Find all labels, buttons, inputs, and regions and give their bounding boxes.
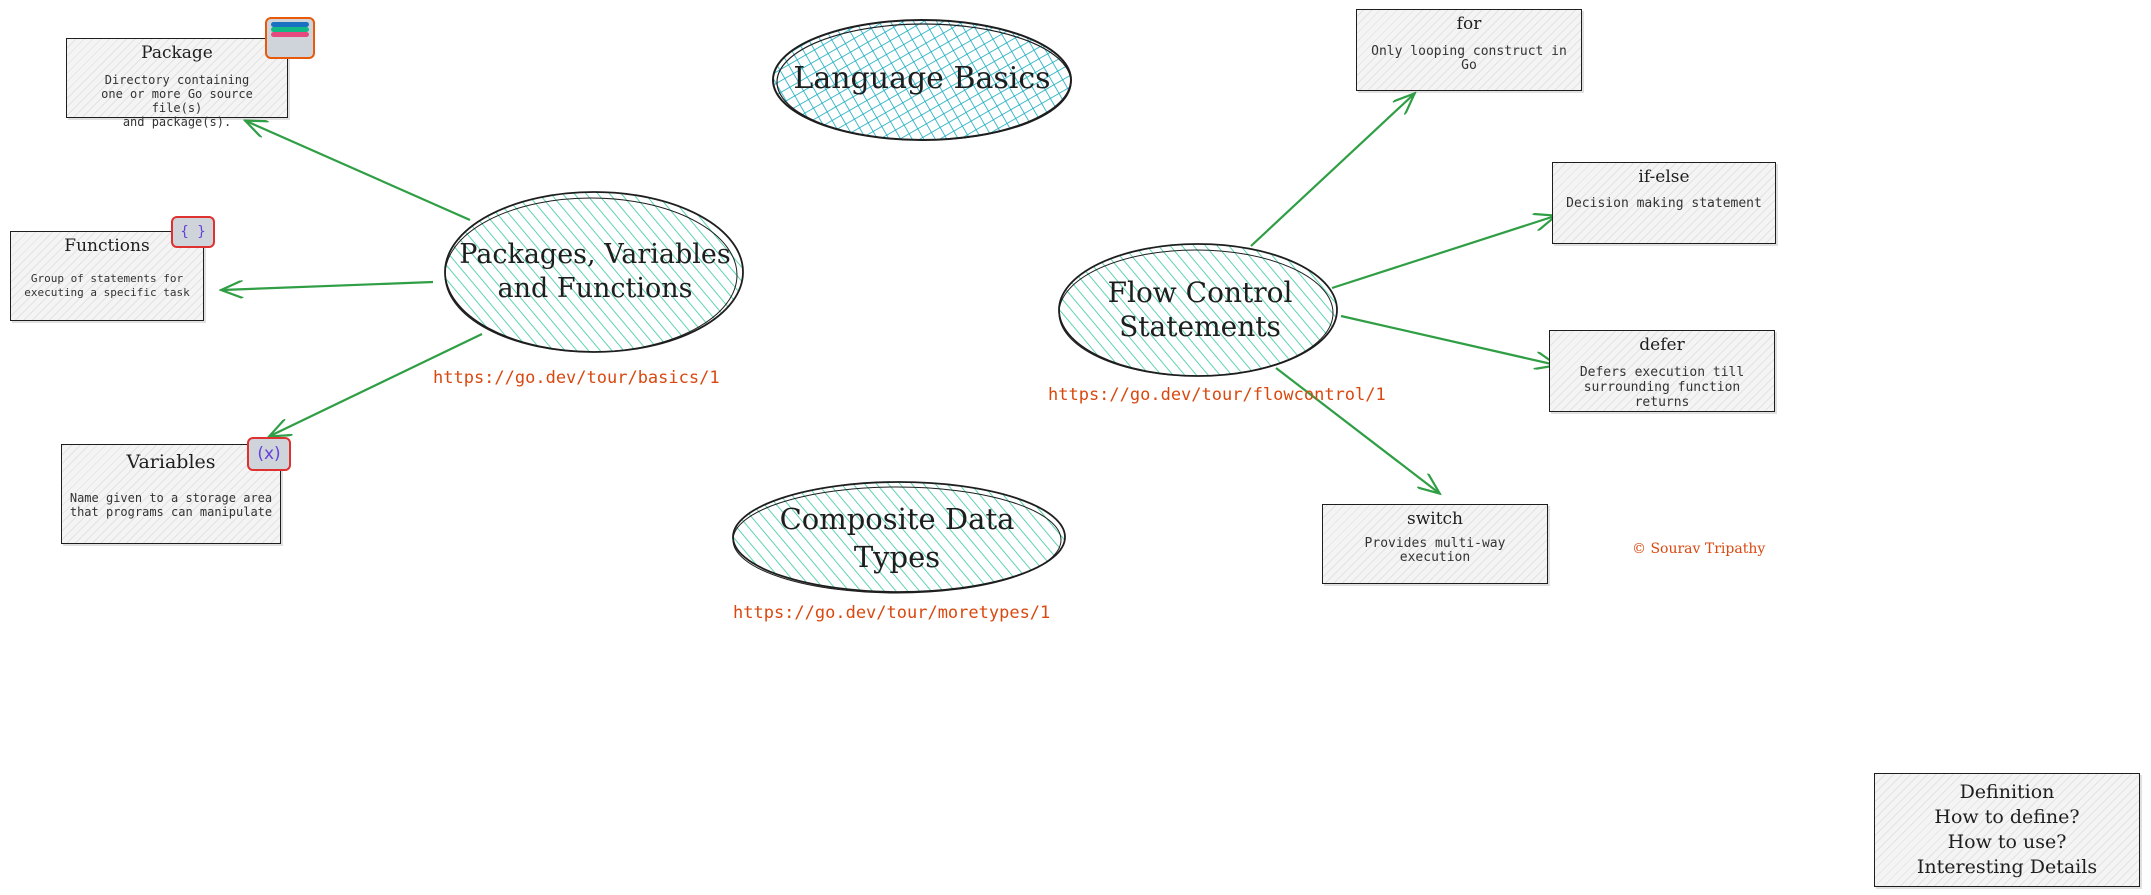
hub-composite-line1: Composite Data (779, 502, 1015, 536)
hub-flow-line2: Statements (1119, 310, 1281, 343)
link-flowcontrol[interactable]: https://go.dev/tour/flowcontrol/1 (1048, 385, 1386, 405)
arrow-to-ifelse (1331, 216, 1555, 290)
hub-flow-control[interactable] (1058, 243, 1338, 377)
link-basics[interactable]: https://go.dev/tour/basics/1 (433, 368, 720, 388)
title-label: Language Basics (793, 61, 1051, 96)
node-switch-title: switch (1406, 509, 1463, 529)
legend-line-interesting-details: Interesting Details (1916, 856, 2098, 878)
node-defer-desc-1: Defers execution till (1579, 365, 1745, 380)
hub-composite-line2: Types (853, 540, 941, 574)
link-moretypes[interactable]: https://go.dev/tour/moretypes/1 (733, 603, 1051, 623)
hub-packages-line1: Packages, Variables (459, 239, 731, 270)
node-package-desc-3: and package(s). (122, 115, 232, 129)
node-package-title: Package (141, 43, 213, 63)
node-defer-title: defer (1639, 335, 1685, 355)
braces-icon: { } (171, 216, 215, 248)
hub-packages-label: Packages, Variables and Functions (440, 238, 750, 306)
node-functions-desc-1: Group of statements for (30, 272, 184, 285)
variable-x-icon: (x) (247, 437, 291, 471)
hub-packages-line2: and Functions (497, 273, 693, 304)
node-functions-desc: Group of statements for executing a spec… (17, 272, 197, 300)
node-variables-desc-1: Name given to a storage area (69, 491, 273, 505)
node-defer-desc-2: surrounding function returns (1583, 380, 1741, 410)
node-switch-desc: Provides multi-way execution (1364, 536, 1506, 565)
arrow-to-package (246, 121, 471, 222)
node-variables-desc: Name given to a storage area that progra… (68, 491, 274, 519)
hub-composite-types[interactable] (732, 481, 1066, 594)
node-for[interactable]: for Only looping construct in Go (1356, 9, 1582, 91)
node-ifelse-desc: Decision making statement (1566, 196, 1762, 211)
legend-line-how-to-define: How to define? (1934, 806, 2080, 828)
node-package-desc-2: one or more Go source file(s) (101, 87, 253, 115)
stacked-layers-icon (265, 17, 315, 59)
node-package[interactable]: Package Directory containing one or more… (66, 38, 288, 129)
node-variables-desc-2: that programs can manipulate (69, 505, 273, 519)
node-ifelse[interactable]: if-else Decision making statement (1552, 162, 1776, 244)
node-switch[interactable]: switch Provides multi-way execution (1322, 504, 1548, 584)
node-package-desc-1: Directory containing (104, 73, 250, 87)
arrow-to-variables (270, 333, 483, 436)
node-defer-desc: Defers execution till surrounding functi… (1556, 365, 1768, 410)
hub-flow-line1: Flow Control (1107, 276, 1293, 309)
legend-box[interactable]: Definition How to define? How to use? In… (1874, 773, 2140, 887)
legend-lines: Definition How to define? How to use? In… (1875, 780, 2139, 880)
hub-packages[interactable] (444, 191, 744, 353)
title-node[interactable] (772, 19, 1072, 141)
arrow-to-for (1250, 94, 1414, 247)
node-for-desc: Only looping construct in Go (1371, 44, 1567, 73)
hub-composite-label: Composite Data Types (737, 500, 1057, 576)
node-variables-title: Variables (126, 451, 216, 473)
credit-text: © Sourav Tripathy (1632, 541, 1766, 557)
arrow-to-functions (222, 282, 434, 290)
node-ifelse-title: if-else (1638, 167, 1690, 187)
node-variables[interactable]: Variables Name given to a storage area t… (61, 444, 281, 544)
node-functions-title: Functions (64, 236, 150, 256)
node-for-title: for (1456, 14, 1482, 34)
legend-line-how-to-use: How to use? (1947, 831, 2067, 853)
arrow-to-defer (1340, 314, 1556, 365)
hub-flow-label: Flow Control Statements (1060, 276, 1340, 344)
legend-line-definition: Definition (1959, 781, 2055, 803)
arrow-to-switch (1275, 367, 1439, 493)
node-defer[interactable]: defer Defers execution till surrounding … (1549, 330, 1775, 412)
node-functions-desc-2: executing a specific task (24, 286, 190, 299)
node-package-desc: Directory containing one or more Go sour… (73, 73, 281, 129)
